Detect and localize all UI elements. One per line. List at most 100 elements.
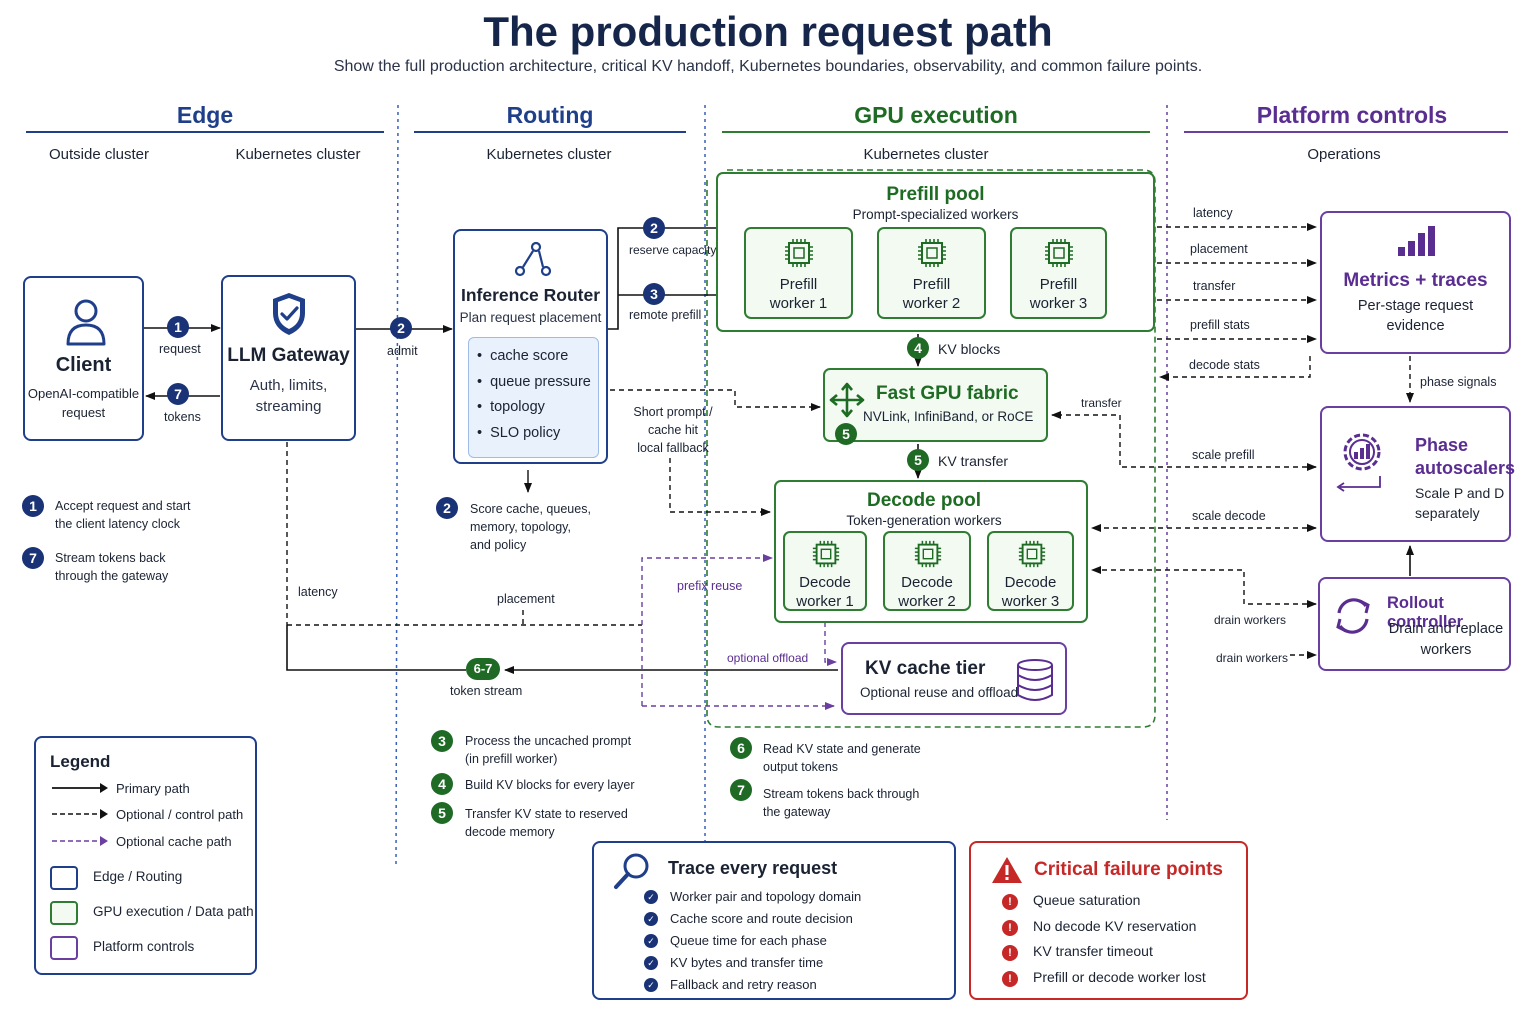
autoscalers-desc-line1: Scale P and D xyxy=(1415,485,1505,501)
router-policy-list: cache score queue pressure topology SLO … xyxy=(468,337,599,458)
refresh-icon xyxy=(1336,598,1370,634)
prefix-reuse-label: prefix reuse xyxy=(677,579,743,593)
rollout-desc-line2: workers xyxy=(1420,642,1472,658)
scale-decode-label: scale decode xyxy=(1192,509,1266,523)
chip-icon xyxy=(918,239,946,267)
legend-line-swatches xyxy=(52,783,108,846)
drain-workers-label-1: drain workers xyxy=(1214,613,1287,627)
edge-note-badge-7: 7 xyxy=(22,547,44,569)
legend-primary-path: Primary path xyxy=(116,781,190,796)
kv-transfer-label: KV transfer xyxy=(938,453,1009,469)
shield-check-icon xyxy=(273,293,305,335)
gateway-desc-line1: Auth, limits, xyxy=(249,377,328,394)
inference-router-node[interactable]: Inference Router Plan request placement … xyxy=(453,229,608,464)
metrics-decode-stats-label: decode stats xyxy=(1189,358,1260,372)
drain-workers-label-2: drain workers xyxy=(1216,651,1289,665)
router-title: Inference Router xyxy=(460,285,601,305)
critical-failure-panel: Critical failure points !Queue saturatio… xyxy=(969,841,1248,1000)
kv-tier-title: KV cache tier xyxy=(865,658,986,679)
llm-gateway-node[interactable]: LLM Gateway Auth, limits, streaming xyxy=(221,275,356,441)
legend-title: Legend xyxy=(50,752,111,771)
fast-gpu-fabric[interactable]: Fast GPU fabric NVLink, InfiniBand, or R… xyxy=(823,368,1048,442)
step-badge-5: 5 xyxy=(907,449,929,471)
metrics-latency-label: latency xyxy=(1193,206,1233,220)
kv-cache-tier[interactable]: KV cache tier Optional reuse and offload xyxy=(841,642,1067,715)
edge-k8s-label: Kubernetes cluster xyxy=(235,146,361,163)
client-desc-line2: request xyxy=(61,405,106,420)
chip-icon xyxy=(914,540,942,568)
edge-note-badge-1: 1 xyxy=(22,495,44,517)
metrics-desc-line1: Per-stage request xyxy=(1357,298,1474,314)
metrics-prefill-stats-label: prefill stats xyxy=(1190,318,1250,332)
gpu-note-badge-6: 6 xyxy=(730,737,752,759)
token-stream-label: token stream xyxy=(450,684,523,698)
alert-icon: ! xyxy=(1002,970,1018,987)
check-icon: ✓ xyxy=(644,956,658,970)
step-badge-2-admit: 2 xyxy=(390,317,412,339)
router-item: cache score xyxy=(469,344,598,370)
column-edge-title: Edge xyxy=(176,102,234,128)
mid-note-4: Build KV blocks for every layer xyxy=(465,778,635,792)
autoscalers-title-line1: Phase xyxy=(1415,435,1469,455)
phase-signals-label: phase signals xyxy=(1420,375,1497,389)
transfer-label: transfer xyxy=(1081,396,1122,410)
legend-edge-swatch xyxy=(50,866,78,890)
autoscalers-desc-line2: separately xyxy=(1415,505,1480,521)
client-node[interactable]: Client OpenAI-compatible request xyxy=(23,276,144,441)
prefill-pool-subtitle: Prompt-specialized workers xyxy=(852,207,1019,222)
mid-note-badge-4: 4 xyxy=(431,773,453,795)
check-icon: ✓ xyxy=(644,978,658,992)
warning-icon xyxy=(992,857,1022,883)
legend-gpu-swatch xyxy=(50,901,78,925)
reserve-capacity-label: reserve capacity xyxy=(629,243,717,257)
metrics-traces-node[interactable]: Metrics + traces Per-stage request evide… xyxy=(1320,211,1511,354)
placement-label: placement xyxy=(497,592,555,606)
router-item: topology xyxy=(469,395,598,421)
tokens-label: tokens xyxy=(164,410,201,424)
rollout-controller-node[interactable]: Rollout controller Drain and replace wor… xyxy=(1318,577,1511,671)
chip-icon xyxy=(812,540,840,568)
metrics-desc-line2: evidence xyxy=(1386,318,1445,334)
legend-platform-swatch xyxy=(50,936,78,960)
mid-note-3: Process the uncached prompt(in prefill w… xyxy=(465,734,632,766)
phase-autoscalers-node[interactable]: Phase autoscalers Scale P and D separate… xyxy=(1320,406,1515,542)
move-arrows-icon xyxy=(829,382,865,418)
step-badge-1: 1 xyxy=(167,316,189,338)
metrics-placement-label: placement xyxy=(1190,242,1248,256)
step-badge-2-reserve: 2 xyxy=(643,217,665,239)
legend-platform: Platform controls xyxy=(93,939,195,954)
router-item: SLO policy xyxy=(469,421,598,447)
legend: Legend Primary path Optional / control p… xyxy=(34,736,257,975)
step-badge-3-remote: 3 xyxy=(643,283,665,305)
diagram-subtitle: Show the full production architecture, c… xyxy=(333,58,1203,75)
router-note: Score cache, queues, memory, topology, a… xyxy=(470,502,591,552)
trace-every-request-panel: Trace every request ✓Worker pair and top… xyxy=(592,841,956,1000)
router-subtitle: Plan request placement xyxy=(459,310,602,325)
client-desc-line1: OpenAI-compatible xyxy=(27,386,140,401)
gpu-note-badge-7: 7 xyxy=(730,779,752,801)
gateway-title: LLM Gateway xyxy=(227,345,350,366)
failure-list: !Queue saturation !No decode KV reservat… xyxy=(1002,888,1206,990)
check-icon: ✓ xyxy=(644,934,658,948)
branch-icon xyxy=(514,241,552,277)
trace-list: ✓Worker pair and topology domain ✓Cache … xyxy=(644,886,861,996)
alert-icon: ! xyxy=(1002,919,1018,936)
decode-pool-title: Decode pool xyxy=(866,490,981,511)
legend-edge-routing: Edge / Routing xyxy=(93,869,183,884)
step-badge-6-7: 6-7 xyxy=(466,658,500,680)
fabric-title: Fast GPU fabric xyxy=(876,383,1019,404)
remote-prefill-label: remote prefill xyxy=(629,308,702,322)
request-label: request xyxy=(159,342,201,356)
rollout-title: Rollout controller xyxy=(1387,594,1464,631)
edge-outside-label: Outside cluster xyxy=(48,146,150,163)
decode-pool-subtitle: Token-generation workers xyxy=(846,513,1002,528)
